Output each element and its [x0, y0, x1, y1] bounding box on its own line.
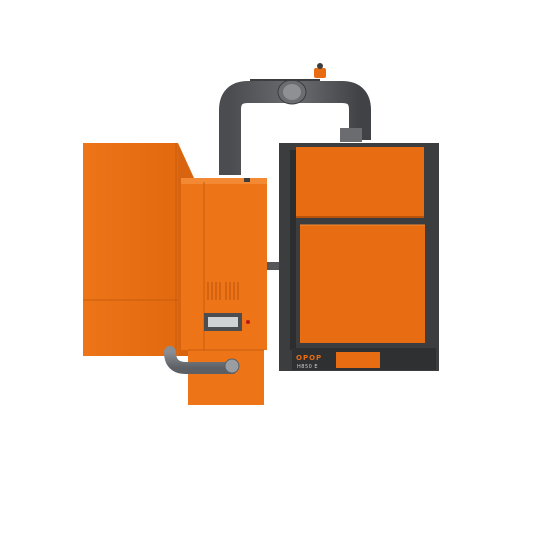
fuel-hopper [83, 143, 194, 356]
indicator-light [246, 320, 250, 324]
nameplate [336, 352, 380, 368]
damper-actuator [314, 68, 326, 78]
controller-display [208, 317, 238, 327]
boiler-door [300, 225, 425, 343]
model-label: H850 E [297, 364, 318, 370]
brand-logo: OPOP [296, 354, 322, 362]
burner-unit [181, 178, 267, 405]
flue-pipe [219, 63, 371, 175]
feed-auger [164, 346, 240, 374]
vent-grille [207, 282, 239, 300]
connector-bracket [267, 262, 279, 270]
boiler-body: OPOP H850 E [279, 143, 439, 371]
